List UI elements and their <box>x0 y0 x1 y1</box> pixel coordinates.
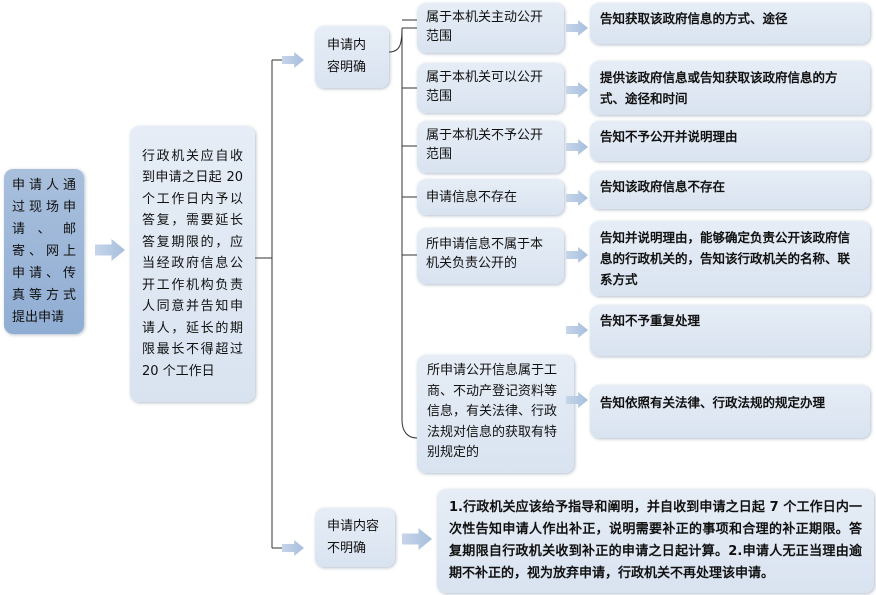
case-result-box-0: 告知获取该政府信息的方式、途径 <box>590 3 870 44</box>
case-condition-box-2: 属于本机关不予公开范围 <box>417 121 564 173</box>
case-result-box-4: 告知并说明理由，能够确定负责公开该政府信息的行政机关的，告知该行政机关的名称、联… <box>590 221 870 296</box>
case-result-0: 告知获取该政府信息的方式、途径 <box>600 11 788 26</box>
clear-branch-label: 申请内容明确 <box>327 38 367 75</box>
case-result-box-3: 告知该政府信息不存在 <box>590 171 870 209</box>
case-result-box-6: 告知依照有关法律、行政法规的规定办理 <box>590 385 870 438</box>
case-result-1: 提供该政府信息或告知获取该政府信息的方式、途径和时间 <box>600 70 838 106</box>
unclear-result-text: 1.行政机关应该给予指导和阐明，并自收到申请之日起 7 个工作日内一次性告知申请… <box>449 500 862 581</box>
case-arrow-4 <box>566 247 588 263</box>
case-condition-1: 属于本机关可以公开范围 <box>426 70 544 104</box>
case-result-4: 告知并说明理由，能够确定负责公开该政府信息的行政机关的，告知该行政机关的名称、联… <box>600 230 851 287</box>
case-condition-box-0: 属于本机关主动公开范围 <box>417 3 564 53</box>
arrow-to-clear <box>282 52 304 68</box>
case-arrow-3 <box>566 190 588 206</box>
case-arrow-2 <box>566 139 588 155</box>
case-arrow-6 <box>566 392 588 408</box>
case-result-box-1: 提供该政府信息或告知获取该政府信息的方式、途径和时间 <box>590 61 870 115</box>
reply-rule-box: 行政机关应自收到申请之日起 20 个工作日内予以答复，需要延长答复期限的，应当经… <box>130 126 255 402</box>
unclear-branch-box: 申请内容不明确 <box>315 508 395 567</box>
case-result-6: 告知依照有关法律、行政法规的规定办理 <box>600 395 826 410</box>
case-condition-box-4: 所申请信息不属于本机关负责公开的 <box>417 228 564 284</box>
case-condition-box-6: 所申请公开信息属于工商、不动产登记资料等信息，有关法律、行政法规对信息的获取有特… <box>417 355 574 473</box>
applicant-text: 申请人通过现场申请、邮寄、网上申请、传真等方式提出申请 <box>12 177 76 325</box>
case-result-2: 告知不予公开并说明理由 <box>600 129 738 144</box>
case-result-3: 告知该政府信息不存在 <box>600 179 726 194</box>
case-condition-0: 属于本机关主动公开范围 <box>426 10 544 44</box>
applicant-box: 申请人通过现场申请、邮寄、网上申请、传真等方式提出申请 <box>4 169 84 334</box>
case-arrow-1 <box>566 82 588 98</box>
case-condition-box-1: 属于本机关可以公开范围 <box>417 63 564 113</box>
case-condition-3: 申请信息不存在 <box>426 189 518 205</box>
case-arrow-0 <box>566 20 588 36</box>
case-result-box-5: 告知不予重复处理 <box>590 305 870 356</box>
case-condition-4: 所申请信息不属于本机关负责公开的 <box>426 237 544 271</box>
reply-rule-text: 行政机关应自收到申请之日起 20 个工作日内予以答复，需要延长答复期限的，应当经… <box>142 148 243 379</box>
case-result-box-2: 告知不予公开并说明理由 <box>590 121 870 161</box>
arrow-unclear-to-result <box>402 528 432 550</box>
case-arrow-5 <box>566 322 588 338</box>
case-condition-6: 所申请公开信息属于工商、不动产登记资料等信息，有关法律、行政法规对信息的获取有特… <box>427 363 558 460</box>
case-condition-2: 属于本机关不予公开范围 <box>426 128 544 162</box>
clear-branch-box: 申请内容明确 <box>315 26 389 88</box>
case-result-5: 告知不予重复处理 <box>600 313 701 328</box>
arrow-applicant-to-reply <box>95 239 125 261</box>
unclear-result-box: 1.行政机关应该给予指导和阐明，并自收到申请之日起 7 个工作日内一次性告知申请… <box>437 489 874 593</box>
unclear-branch-label: 申请内容不明确 <box>327 518 380 556</box>
arrow-to-unclear <box>282 540 304 556</box>
case-condition-box-3: 申请信息不存在 <box>417 179 564 215</box>
